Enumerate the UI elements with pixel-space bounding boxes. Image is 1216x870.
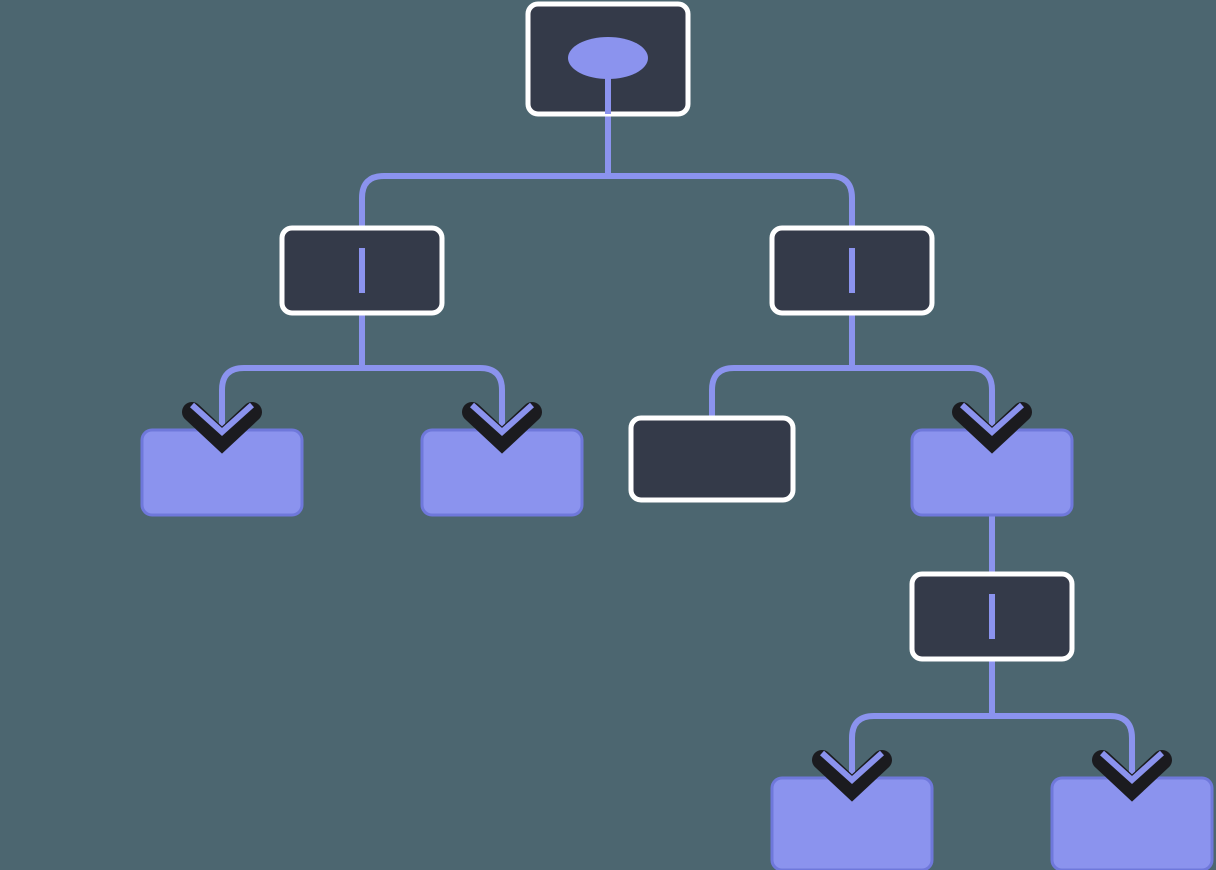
node-root[interactable] [525,1,691,117]
arrowhead-shadow [812,750,892,802]
edge-n-r1-to-n-r2a [709,313,855,418]
nodes-layer [140,1,1214,870]
arrowhead-shadow [182,402,262,454]
arrowhead-tip [959,402,1025,437]
arrowheads-layer [182,402,1172,802]
arrowhead [952,402,1032,454]
arrowhead-shadow [1092,750,1172,802]
arrowhead-tip [189,402,255,437]
arrowhead [182,402,262,454]
arrowhead-shadow [952,402,1032,454]
edge-n-r1-to-n-r2b [849,313,995,430]
arrowhead-tip [469,402,535,437]
node-n-l1[interactable] [279,225,445,316]
node-n-r2a[interactable] [628,415,796,503]
edge-n-l1-to-n-l2b [359,313,505,430]
node-n-r3[interactable] [909,571,1075,662]
edges-layer [219,114,1135,778]
edge-n-l1-to-n-l2a [219,313,365,430]
node-n-r1[interactable] [769,225,935,316]
arrowhead [1092,750,1172,802]
arrowhead [812,750,892,802]
arrowhead [462,402,542,454]
arrowhead-tip [1099,750,1165,785]
arrowhead-shadow [462,402,542,454]
node-box-dark[interactable] [628,415,796,503]
edge-n-r3-to-n-r4a [849,659,995,778]
edge-n-r3-to-n-r4b [989,659,1135,778]
edge-root-to-n-r1 [605,114,855,228]
arrowhead-tip [819,750,885,785]
